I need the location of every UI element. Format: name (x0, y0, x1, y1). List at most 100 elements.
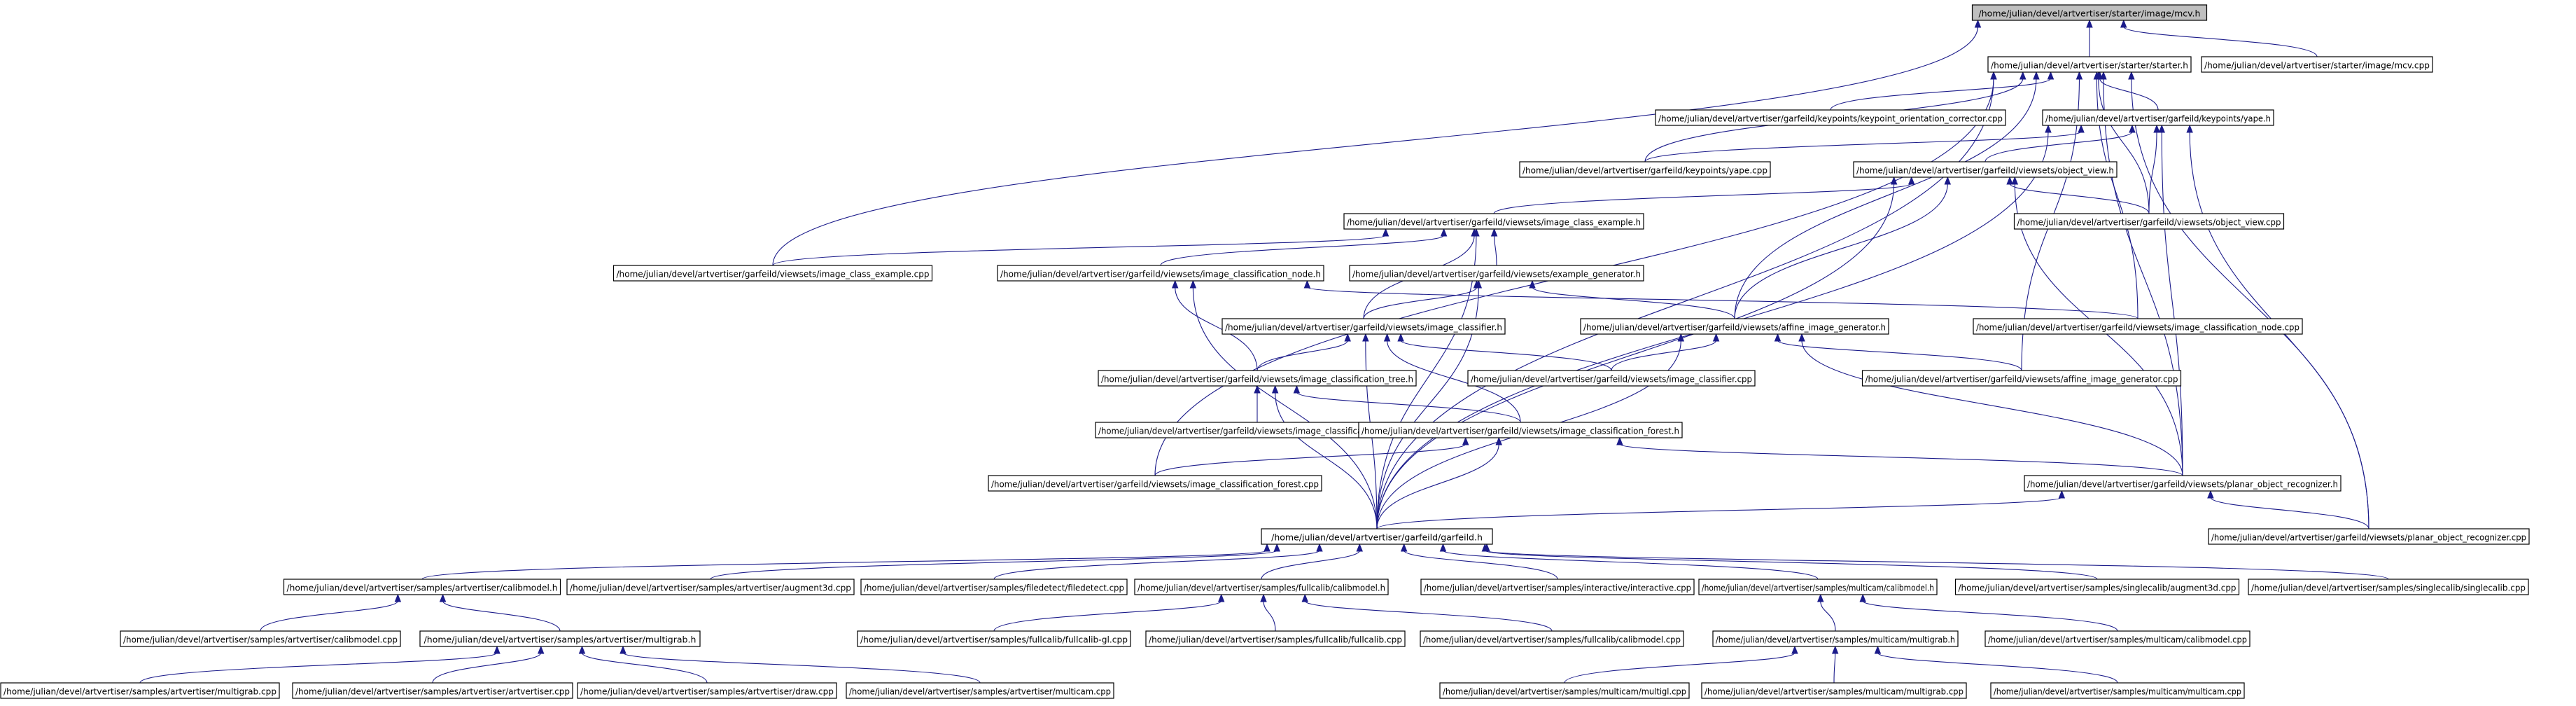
node-fc-calibmodel-h[interactable]: /home/julian/devel/artvertiser/samples/f… (1134, 579, 1389, 595)
node-label: /home/julian/devel/artvertiser/samples/a… (580, 686, 834, 697)
node-sc-augment3d-cpp[interactable]: /home/julian/devel/artvertiser/samples/s… (1954, 579, 2240, 595)
node-image-classifier-h[interactable]: /home/julian/devel/artvertiser/garfeild/… (1222, 318, 1506, 335)
node-box (1655, 109, 2006, 126)
node-label: /home/julian/devel/artvertiser/starter/i… (2204, 60, 2430, 71)
node-av-multigrab-h[interactable]: /home/julian/devel/artvertiser/samples/a… (419, 630, 701, 647)
node-box (1698, 579, 1938, 595)
node-artvertiser-cpp[interactable]: /home/julian/devel/artvertiser/samples/a… (292, 682, 573, 699)
edge-yape_h-to-starter_h (2096, 71, 2159, 111)
node-garfeild-h[interactable]: /home/julian/devel/artvertiser/garfeild/… (1261, 528, 1493, 545)
node-box (2248, 579, 2529, 595)
node-label: /home/julian/devel/artvertiser/samples/m… (1704, 686, 1963, 697)
edge-planar_object_recognizer_h-to-yape_h (2158, 124, 2183, 476)
node-av-calibmodel-h[interactable]: /home/julian/devel/artvertiser/samples/a… (283, 579, 561, 595)
node-label: /home/julian/devel/artvertiser/garfeild/… (1976, 322, 2300, 333)
node-image-classification-tree-cpp[interactable]: /home/julian/devel/artvertiser/garfeild/… (1095, 422, 1420, 438)
node-av-multigrab-cpp[interactable]: /home/julian/devel/artvertiser/samples/a… (0, 682, 280, 699)
edge-planar_object_recognizer_cpp-to-starter_h (2128, 71, 2370, 530)
node-object-view-cpp[interactable]: /home/julian/devel/artvertiser/garfeild/… (2013, 213, 2285, 230)
node-label: /home/julian/devel/artvertiser/samples/m… (1994, 686, 2241, 697)
node-image-classification-node-h[interactable]: /home/julian/devel/artvertiser/garfeild/… (997, 265, 1324, 282)
node-yape-cpp[interactable]: /home/julian/devel/artvertiser/garfeild/… (1519, 161, 1771, 178)
node-image-classification-forest-h[interactable]: /home/julian/devel/artvertiser/garfeild/… (1358, 422, 1683, 438)
node-box (1971, 4, 2208, 21)
node-singlecalib-cpp[interactable]: /home/julian/devel/artvertiser/samples/s… (2248, 579, 2529, 595)
node-label: /home/julian/devel/artvertiser/samples/a… (123, 635, 398, 645)
edge-artvertiser_cpp-to-av_multigrab_h (432, 645, 545, 684)
edge-garfeild_h-to-image_classification_forest_h (1376, 436, 1502, 530)
node-label: /home/julian/devel/artvertiser/starter/i… (1979, 8, 2201, 19)
node-yape-h[interactable]: /home/julian/devel/artvertiser/garfeild/… (2042, 109, 2274, 126)
edge-image_classification_forest_h-to-image_classifier_h (1383, 333, 1521, 423)
node-mcv-h[interactable]: /home/julian/devel/artvertiser/starter/i… (1971, 4, 2208, 21)
node-image-classification-tree-h[interactable]: /home/julian/devel/artvertiser/garfeild/… (1098, 370, 1417, 387)
node-label: /home/julian/devel/artvertiser/samples/s… (2251, 583, 2526, 593)
node-example-generator-h[interactable]: /home/julian/devel/artvertiser/garfeild/… (1349, 265, 1644, 282)
node-mc-multigrab-cpp[interactable]: /home/julian/devel/artvertiser/samples/m… (1701, 682, 1967, 699)
node-label: /home/julian/devel/artvertiser/garfeild/… (1658, 113, 2003, 124)
edge-affine_image_generator_h-to-starter_h (1734, 71, 2040, 319)
node-affine-image-generator-cpp[interactable]: /home/julian/devel/artvertiser/garfeild/… (1861, 370, 2182, 387)
node-box (1861, 370, 2182, 387)
node-multigl-cpp[interactable]: /home/julian/devel/artvertiser/samples/m… (1439, 682, 1690, 699)
node-label: /home/julian/devel/artvertiser/samples/a… (4, 686, 276, 697)
node-image-class-example-cpp[interactable]: /home/julian/devel/artvertiser/garfeild/… (612, 265, 933, 282)
node-planar-object-recognizer-cpp[interactable]: /home/julian/devel/artvertiser/garfeild/… (2208, 528, 2530, 545)
edge-image_classification_node_cpp-to-image_classification_node_h (1303, 279, 2138, 319)
node-box (860, 579, 1128, 595)
node-mc-calibmodel-cpp[interactable]: /home/julian/devel/artvertiser/samples/m… (1984, 630, 2250, 647)
edge-garfeild_h-to-example_generator_h (1376, 279, 1483, 530)
node-label: /home/julian/devel/artvertiser/garfeild/… (2017, 217, 2281, 228)
edge-image_classification_tree_h-to-image_classification_node_h (1171, 279, 1258, 371)
node-box (1098, 370, 1417, 387)
edge-filedetect_cpp-to-garfeild_h (993, 543, 1323, 580)
node-draw-cpp[interactable]: /home/julian/devel/artvertiser/samples/a… (577, 682, 837, 699)
edge-affine_image_generator_h-to-example_generator_h (1529, 279, 1735, 319)
node-mc-multicam-cpp[interactable]: /home/julian/devel/artvertiser/samples/m… (1990, 682, 2245, 699)
node-image-classification-forest-cpp[interactable]: /home/julian/devel/artvertiser/garfeild/… (988, 475, 1322, 492)
edge-image_class_example_cpp-to-mcv_h (772, 19, 1982, 266)
edge-yape_cpp-to-yape_h (1644, 124, 2085, 162)
node-image-class-example-h[interactable]: /home/julian/devel/artvertiser/garfeild/… (1343, 213, 1644, 230)
node-mc-calibmodel-h[interactable]: /home/julian/devel/artvertiser/samples/m… (1698, 579, 1938, 595)
node-av-multicam-cpp[interactable]: /home/julian/devel/artvertiser/samples/a… (846, 682, 1114, 699)
edge-affine_image_generator_h-to-object_view_h (1734, 176, 1952, 319)
edge-garfeild_h-to-planar_object_recognizer_h (1376, 490, 2066, 530)
node-box (1420, 579, 1695, 595)
node-box (1987, 56, 2192, 73)
node-image-classification-node-cpp[interactable]: /home/julian/devel/artvertiser/garfeild/… (1973, 318, 2303, 335)
edge-object_view_h-to-yape_h (1984, 124, 2136, 162)
edge-kp_orient_cpp-to-starter_h (1830, 71, 2054, 111)
node-av-calibmodel-cpp[interactable]: /home/julian/devel/artvertiser/samples/a… (120, 630, 401, 647)
edge-image_class_example_cpp-to-image_class_example_h (772, 228, 1390, 266)
node-mc-multigrab-h[interactable]: /home/julian/devel/artvertiser/samples/m… (1712, 630, 1959, 647)
edge-planar_object_recognizer_h-to-image_classification_forest_h (1616, 436, 2183, 476)
node-box (1349, 265, 1644, 282)
node-filedetect-cpp[interactable]: /home/julian/devel/artvertiser/samples/f… (860, 579, 1128, 595)
node-affine-image-generator-h[interactable]: /home/julian/devel/artvertiser/garfeild/… (1580, 318, 1889, 335)
node-interactive-cpp[interactable]: /home/julian/devel/artvertiser/samples/i… (1420, 579, 1695, 595)
node-fullcalib-gl-cpp[interactable]: /home/julian/devel/artvertiser/samples/f… (857, 630, 1131, 647)
node-augment3d-cpp[interactable]: /home/julian/devel/artvertiser/samples/a… (566, 579, 855, 595)
node-box (2201, 56, 2433, 73)
edge-image_classification_forest_cpp-to-image_classification_forest_h (1154, 436, 1469, 476)
node-image-classifier-cpp[interactable]: /home/julian/devel/artvertiser/garfeild/… (1467, 370, 1756, 387)
node-box (1973, 318, 2303, 335)
node-kp-orient-cpp[interactable]: /home/julian/devel/artvertiser/garfeild/… (1655, 109, 2006, 126)
node-box (1145, 630, 1406, 647)
node-label: /home/julian/devel/artvertiser/samples/f… (1423, 635, 1681, 645)
node-starter-h[interactable]: /home/julian/devel/artvertiser/starter/s… (1987, 56, 2192, 73)
node-label: /home/julian/devel/artvertiser/garfeild/… (1362, 426, 1679, 436)
node-label: /home/julian/devel/artvertiser/garfeild/… (2211, 532, 2526, 543)
node-planar-object-recognizer-h[interactable]: /home/julian/devel/artvertiser/garfeild/… (2024, 475, 2342, 492)
node-fullcalib-cpp[interactable]: /home/julian/devel/artvertiser/samples/f… (1145, 630, 1406, 647)
edge-mc_multigrab_h-to-mc_calibmodel_h (1817, 593, 1836, 632)
node-fc-calibmodel-cpp[interactable]: /home/julian/devel/artvertiser/samples/f… (1420, 630, 1684, 647)
node-mcv-cpp[interactable]: /home/julian/devel/artvertiser/starter/i… (2201, 56, 2433, 73)
node-label: /home/julian/devel/artvertiser/samples/s… (1959, 583, 2236, 593)
edge-garfeild_h-to-object_view_h (1376, 176, 1898, 530)
node-box (1467, 370, 1756, 387)
edge-example_generator_h-to-image_class_example_h (1490, 228, 1498, 266)
node-object-view-h[interactable]: /home/julian/devel/artvertiser/garfeild/… (1853, 161, 2118, 178)
edge-fullcalib_gl_cpp-to-fc_calibmodel_h (993, 593, 1225, 632)
